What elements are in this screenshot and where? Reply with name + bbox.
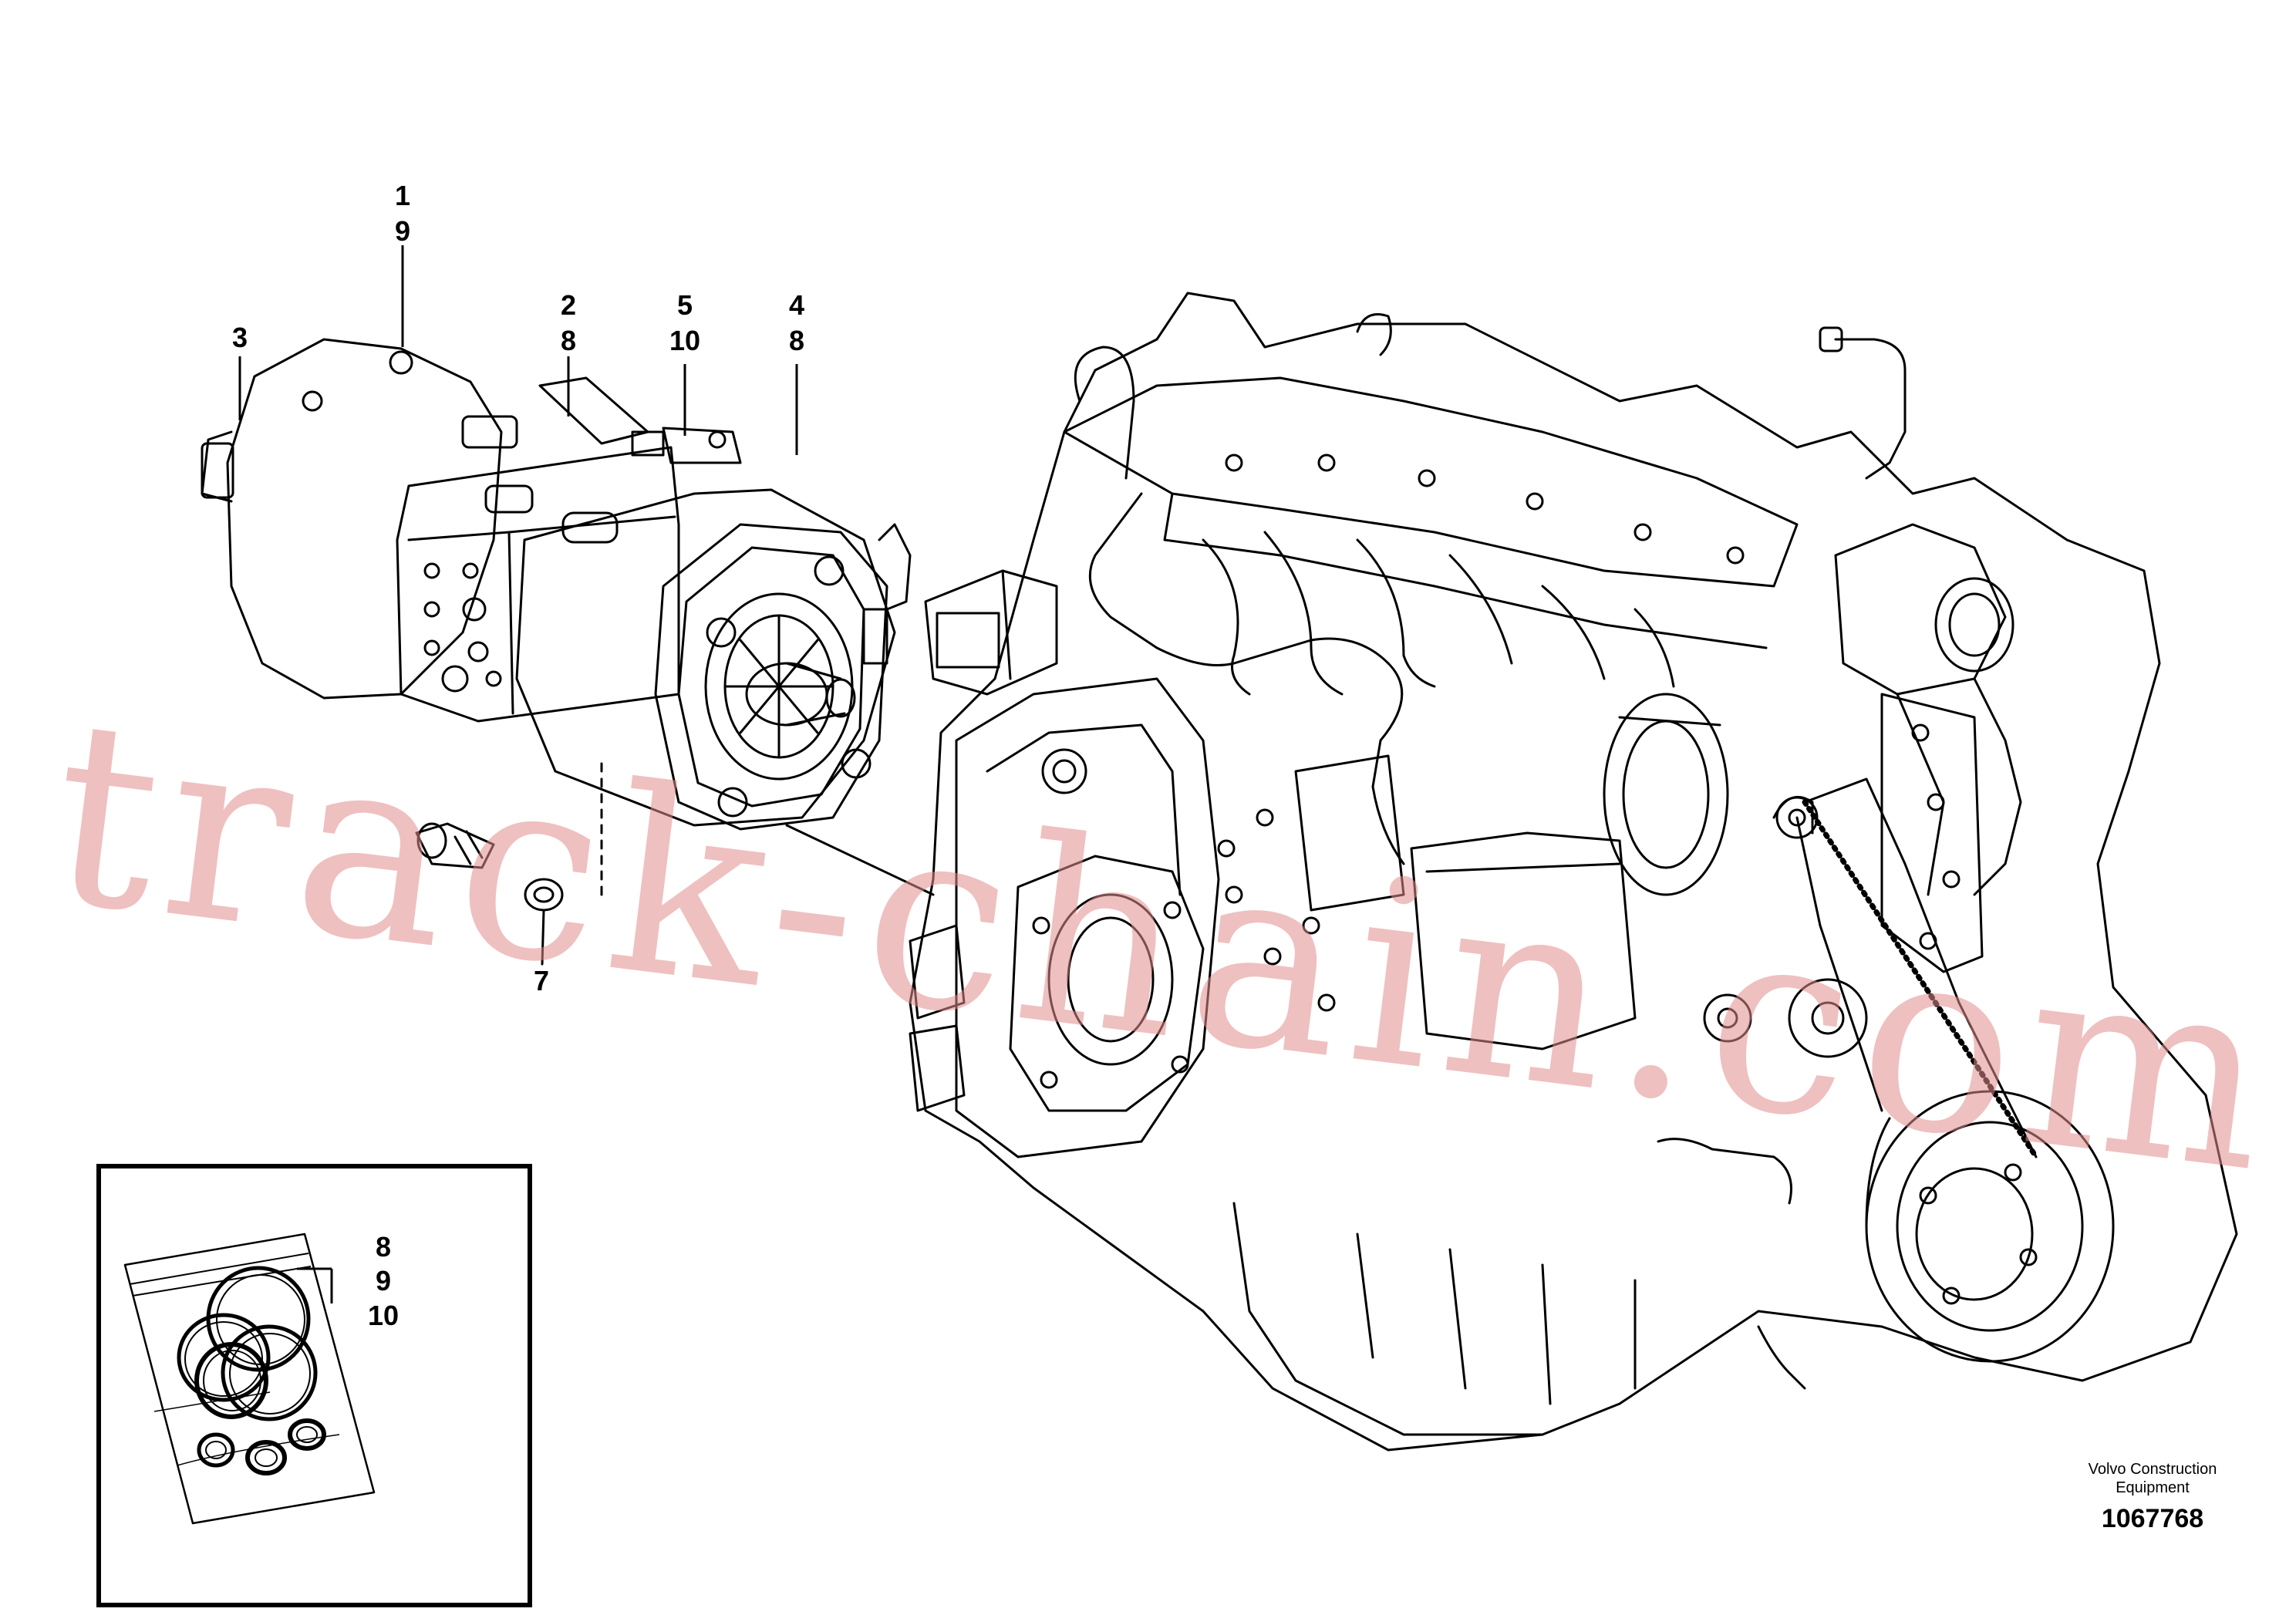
belt — [1802, 799, 2039, 1160]
credit-line: Volvo Construction — [2088, 1461, 2217, 1478]
callout-8: 8 — [788, 325, 805, 356]
callout-8: 8 — [560, 325, 577, 356]
inset-callout-8: 8 — [375, 1231, 392, 1263]
hydraulic-pump — [201, 338, 912, 831]
figure-number: 1067768 — [2101, 1504, 2204, 1533]
credit-line: Equipment — [2116, 1479, 2190, 1496]
callout-3: 3 — [231, 322, 248, 353]
leader-line — [785, 824, 935, 896]
callout-4: 4 — [788, 289, 805, 321]
callout-10: 10 — [669, 325, 701, 356]
leader-line — [541, 909, 545, 966]
engine — [909, 292, 2238, 1452]
callout-7: 7 — [533, 965, 550, 996]
callout-9: 9 — [394, 215, 411, 247]
inset-callout-9: 9 — [375, 1265, 392, 1297]
washer — [524, 878, 564, 912]
callout-2: 2 — [560, 289, 577, 321]
bolt — [415, 822, 495, 869]
callout-1: 1 — [394, 180, 411, 211]
seal-kit-inset — [96, 1164, 532, 1607]
inset-callout-10: 10 — [367, 1300, 400, 1331]
callout-5: 5 — [676, 289, 693, 321]
callout-leaders — [238, 245, 798, 455]
